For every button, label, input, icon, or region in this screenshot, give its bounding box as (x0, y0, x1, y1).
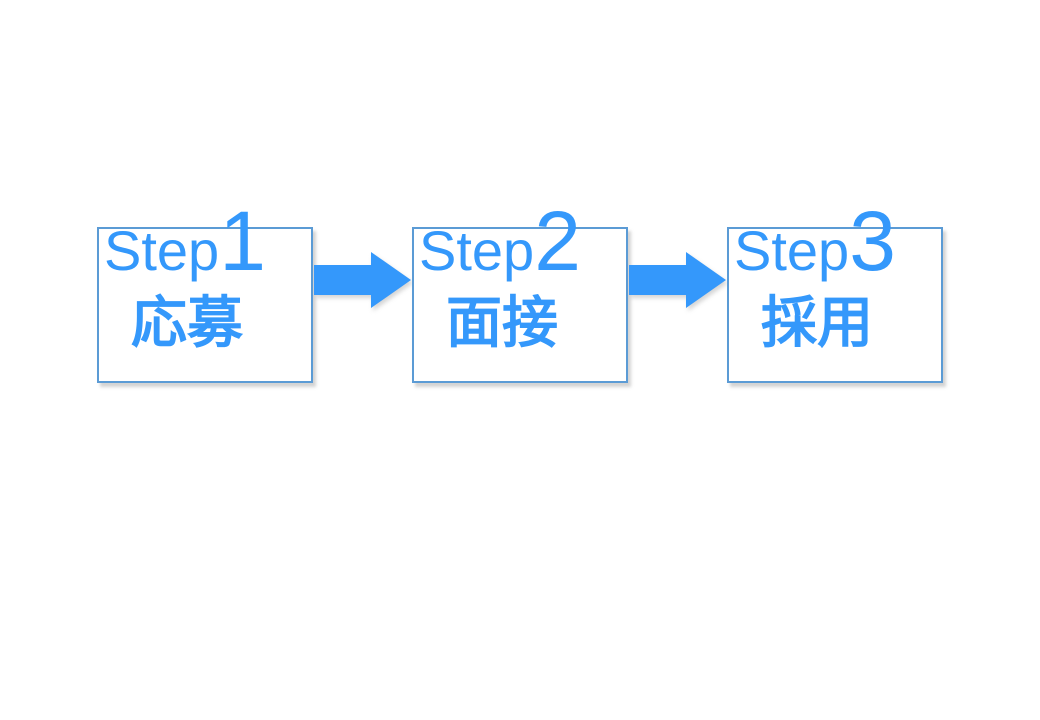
right-arrow-icon (314, 252, 411, 308)
step-3-number: 3 (849, 194, 896, 288)
step-2-heading: Step 2 (419, 199, 581, 283)
step-3-prefix: Step (734, 219, 850, 282)
step-3-heading: Step 3 (734, 199, 896, 283)
step-1-heading: Step 1 (104, 199, 266, 283)
step-1-prefix: Step (104, 219, 220, 282)
step-2-title: 面接 (446, 291, 558, 354)
step-box-3: Step 3 採用 (727, 199, 943, 383)
step-1-title: 応募 (131, 291, 243, 354)
right-arrow-shape (314, 252, 411, 308)
step-box-1: Step 1 応募 (97, 199, 313, 383)
right-arrow-shape (629, 252, 726, 308)
step-1-number: 1 (219, 194, 266, 288)
step-2-prefix: Step (419, 219, 535, 282)
right-arrow-icon (629, 252, 726, 308)
step-box-2: Step 2 面接 (412, 199, 628, 383)
step-3-title: 採用 (761, 291, 873, 354)
step-2-number: 2 (534, 194, 581, 288)
